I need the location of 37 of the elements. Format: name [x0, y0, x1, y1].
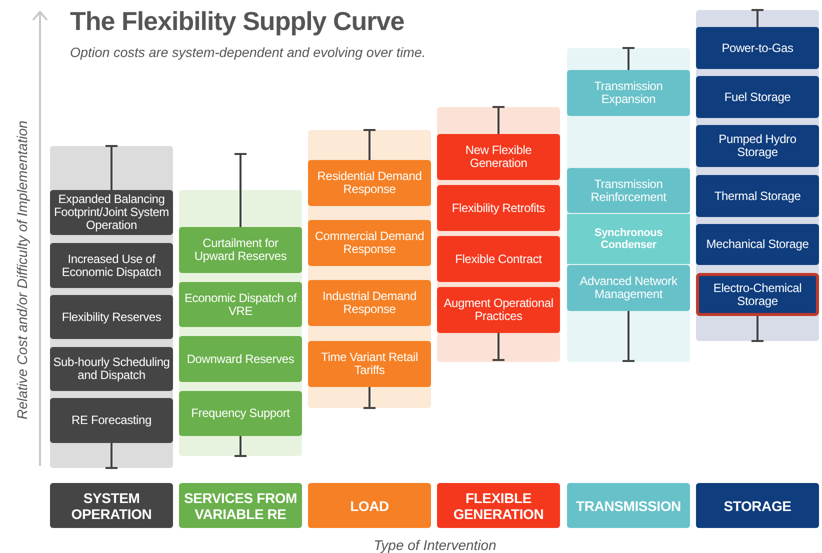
- option-box: Expanded Balancing Footprint/Joint System Operation: [50, 190, 173, 235]
- option-box: RE Forecasting: [50, 398, 173, 443]
- option-box: Industrial Demand Response: [308, 280, 431, 326]
- option-box: New Flexible Generation: [437, 134, 560, 180]
- option-box: Residential Demand Response: [308, 160, 431, 206]
- axis-label: Type of Intervention: [374, 537, 496, 553]
- option-box: Thermal Storage: [696, 175, 819, 217]
- option-box: Sub-hourly Scheduling and Dispatch: [50, 347, 173, 391]
- option-box: Flexibility Retrofits: [437, 185, 560, 231]
- option-box: Downward Reserves: [179, 336, 302, 382]
- option-box: Flexibility Reserves: [50, 295, 173, 339]
- option-box: Economic Dispatch of VRE: [179, 282, 302, 327]
- option-box: Augment Operational Practices: [437, 287, 560, 333]
- option-box: Mechanical Storage: [696, 224, 819, 265]
- category-box: SYSTEM OPERATION: [50, 483, 173, 528]
- highlighted-option-box: Electro-Chemical Storage: [696, 273, 819, 316]
- option-box: Frequency Support: [179, 391, 302, 436]
- option-box: Power-to-Gas: [696, 27, 819, 69]
- category-box: LOAD: [308, 483, 431, 528]
- option-box: Fuel Storage: [696, 76, 819, 118]
- category-box: FLEXIBLE GENERATION: [437, 483, 560, 528]
- category-box: SERVICES FROM VARIABLE RE: [179, 483, 302, 528]
- category-box: TRANSMISSION: [567, 483, 690, 528]
- option-box: Transmission Expansion: [567, 70, 690, 116]
- option-box: Flexible Contract: [437, 236, 560, 282]
- subtitle: Option costs are system-dependent and evolving over time.: [70, 45, 426, 60]
- option-box: Time Variant Retail Tariffs: [308, 341, 431, 387]
- title: The Flexibility Supply Curve: [70, 6, 404, 37]
- axis-label: Relative Cost and/or Difficulty of Implementation: [14, 120, 30, 420]
- option-box: Pumped Hydro Storage: [696, 125, 819, 167]
- option-box: Commercial Demand Response: [308, 220, 431, 266]
- category-box: STORAGE: [696, 483, 819, 528]
- option-box: Curtailment for Upward Reserves: [179, 227, 302, 273]
- option-box: Transmission Reinforcement: [567, 168, 690, 213]
- option-box: Advanced Network Management: [567, 265, 690, 311]
- option-box: Synchronous Condenser: [567, 214, 690, 264]
- option-box: Increased Use of Economic Dispatch: [50, 243, 173, 288]
